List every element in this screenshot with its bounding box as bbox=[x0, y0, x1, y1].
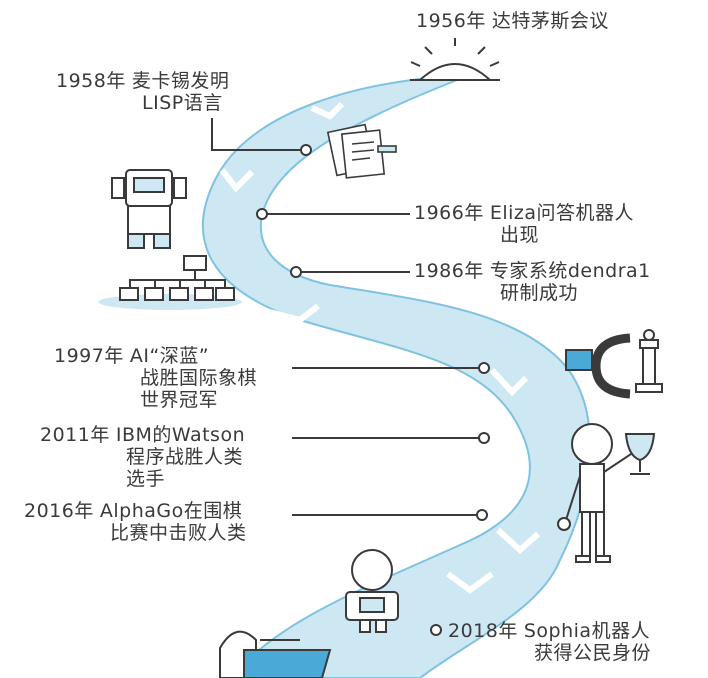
chevron-6 bbox=[446, 571, 494, 594]
chevron-2 bbox=[219, 168, 255, 193]
winding-road bbox=[201, 74, 591, 678]
timeline-dots bbox=[256, 144, 490, 636]
event-2016-text-2: 比赛中击败人类 bbox=[110, 522, 247, 544]
event-1986-year: 1986年 bbox=[414, 260, 484, 282]
chevron-5 bbox=[495, 527, 540, 555]
event-1958: 1958年麦卡锡发明 LISP语言 bbox=[56, 70, 229, 114]
event-1958-year: 1958年 bbox=[56, 70, 126, 92]
dot-1966 bbox=[256, 208, 268, 220]
event-2011-text: IBM的Watson bbox=[115, 424, 246, 446]
dot-1958 bbox=[300, 144, 312, 156]
event-1956-text: 达特茅斯会议 bbox=[491, 10, 609, 32]
chevron-4 bbox=[489, 367, 529, 397]
event-2016-text: AlphaGo在围棋 bbox=[99, 500, 243, 522]
road-chevrons bbox=[219, 101, 540, 594]
round-robot-icon bbox=[345, 549, 399, 633]
event-1966-text-2: 出现 bbox=[500, 224, 540, 246]
event-2011-year: 2011年 bbox=[40, 424, 110, 446]
documents-icon bbox=[326, 123, 397, 179]
event-1966-year: 1966年 bbox=[414, 202, 484, 224]
chevron-3 bbox=[269, 303, 320, 324]
event-1986-text: 专家系统dendra1 bbox=[489, 260, 651, 282]
chess-pieces-icon bbox=[565, 329, 663, 399]
event-1956: 1956年达特茅斯会议 bbox=[416, 10, 609, 32]
leader-lines bbox=[211, 118, 484, 516]
event-1986: 1986年专家系统dendra1 研制成功 bbox=[414, 260, 651, 304]
event-2018-year: 2018年 bbox=[448, 620, 518, 642]
event-2018-text-2: 获得公民身份 bbox=[534, 642, 652, 664]
event-1986-text-2: 研制成功 bbox=[500, 282, 579, 304]
rider-robot-icon bbox=[219, 630, 332, 678]
network-hierarchy-icon bbox=[98, 255, 242, 310]
trophy-robot-icon bbox=[557, 423, 656, 563]
event-1966-text: Eliza问答机器人 bbox=[489, 202, 635, 224]
dot-2018 bbox=[430, 624, 442, 636]
event-2011-text-3: 选手 bbox=[126, 468, 166, 490]
event-1997-text-3: 世界冠军 bbox=[140, 389, 219, 411]
event-2018-text: Sophia机器人 bbox=[523, 620, 651, 642]
event-1997-year: 1997年 bbox=[54, 345, 124, 367]
leader-1958 bbox=[211, 118, 306, 151]
event-1997-text-2: 战胜国际象棋 bbox=[140, 367, 258, 389]
dot-1997 bbox=[478, 362, 490, 374]
event-1956-year: 1956年 bbox=[416, 10, 486, 32]
event-1958-text-2: LISP语言 bbox=[142, 92, 223, 114]
chevron-1 bbox=[310, 101, 345, 120]
event-2016-year: 2016年 bbox=[24, 500, 94, 522]
robot-icon bbox=[111, 169, 187, 249]
dot-1986 bbox=[290, 266, 302, 278]
event-1958-text: 麦卡锡发明 bbox=[131, 70, 230, 92]
event-2011-text-2: 程序战胜人类 bbox=[126, 446, 244, 468]
event-1997-text: AI“深蓝” bbox=[129, 345, 210, 367]
dot-2011 bbox=[478, 432, 490, 444]
dot-2016 bbox=[476, 509, 488, 521]
rising-sun-icon bbox=[410, 38, 500, 81]
